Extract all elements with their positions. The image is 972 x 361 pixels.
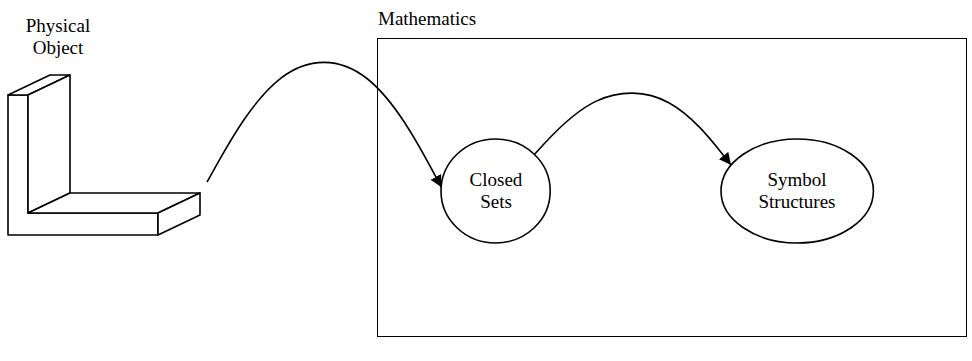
node-label: Closed Sets [460, 169, 532, 213]
curved-arrow [535, 93, 731, 165]
node-heading: Mathematics [378, 8, 476, 30]
bracket-base-end [158, 193, 200, 235]
symbol-ellipse: Symbol Structures [720, 138, 874, 244]
object-node: Physical Object [2, 15, 207, 270]
curved-arrow [207, 62, 442, 187]
node-label: Symbol Structures [745, 169, 849, 213]
ellipse-outline [441, 139, 550, 243]
bracket-upright-side [28, 75, 70, 213]
set-circle: Closed Sets [440, 138, 551, 244]
node-heading: Physical Object [2, 15, 114, 59]
ellipse-outline [721, 139, 873, 243]
region-box: Closed SetsSymbol StructuresMathematics [377, 38, 967, 337]
